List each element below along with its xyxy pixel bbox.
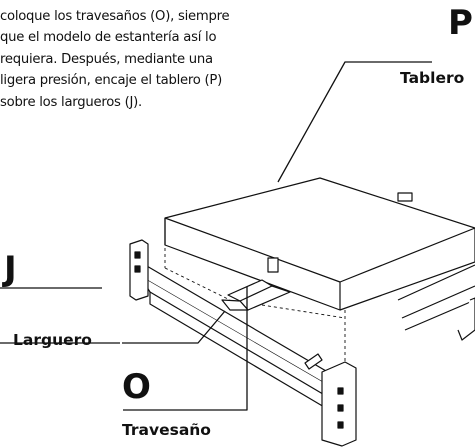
instruction-text: coloque los travesaños (O), siempre que … bbox=[0, 6, 300, 113]
callout-letter-j: J bbox=[4, 249, 17, 289]
callout-label-tablero: Tablero bbox=[400, 69, 465, 87]
instruction-line-4: ligera presión, encaje el tablero (P) bbox=[0, 73, 222, 89]
instruction-line-2: que el modelo de estantería así lo bbox=[0, 30, 217, 46]
instruction-line-5: sobre los largueros (J). bbox=[0, 94, 142, 110]
callout-label-larguero: Larguero bbox=[13, 331, 92, 349]
leader-lines bbox=[0, 61, 432, 411]
callout-label-travesano: Travesaño bbox=[122, 421, 211, 439]
callout-letter-p: P bbox=[448, 3, 473, 43]
right-beam bbox=[397, 264, 475, 331]
instruction-line-1: coloque los travesaños (O), siempre bbox=[0, 9, 230, 24]
instruction-line-3: requiera. Después, mediante una bbox=[0, 51, 213, 67]
crossbar bbox=[227, 279, 273, 302]
shelf-board bbox=[164, 177, 475, 311]
right-upright bbox=[321, 361, 357, 447]
callout-letter-o: O bbox=[122, 367, 151, 407]
